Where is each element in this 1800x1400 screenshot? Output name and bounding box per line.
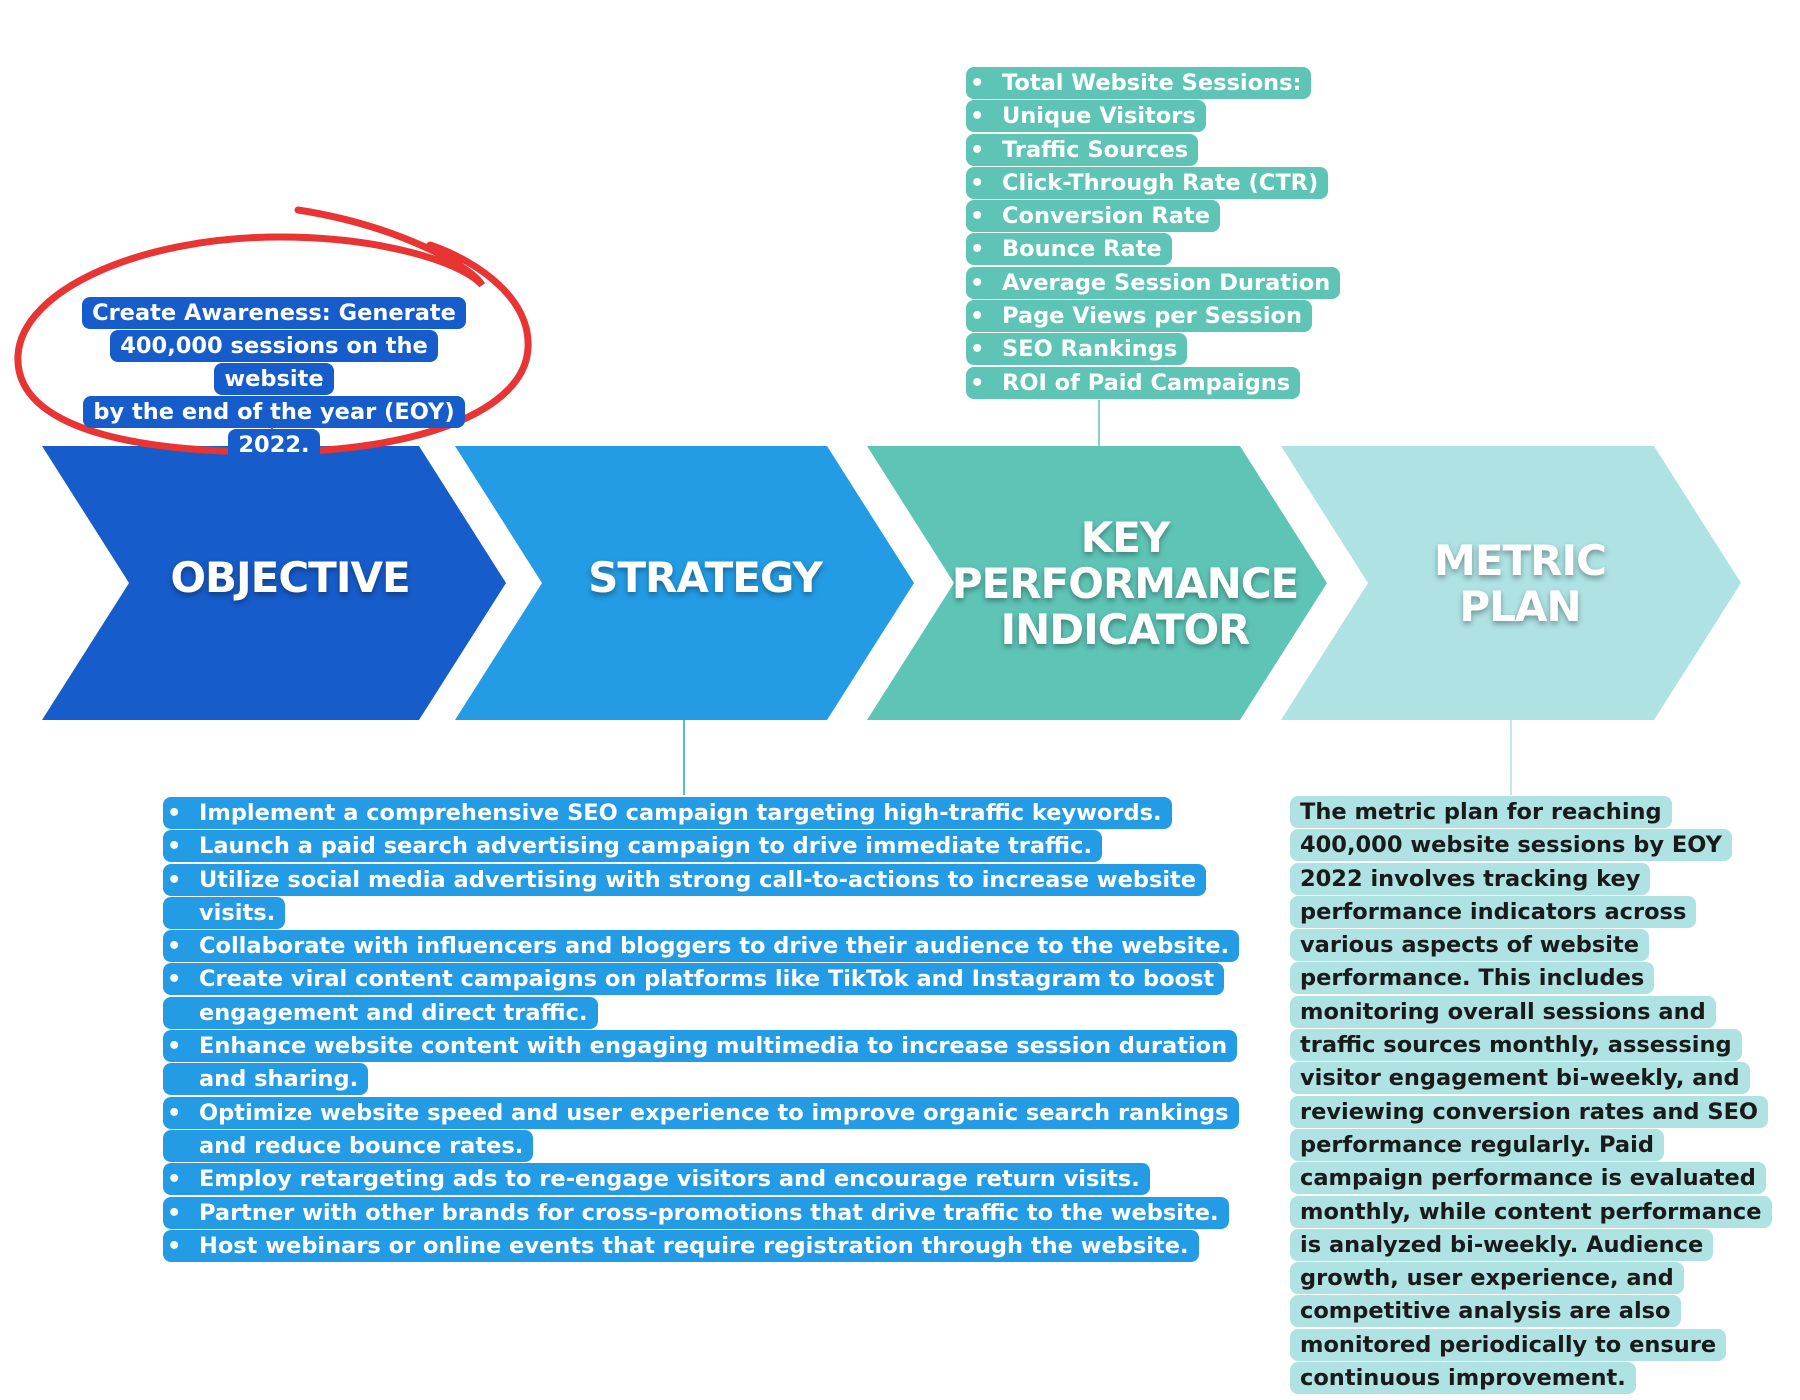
- strategy-item-text: Optimize website speed and user experien…: [163, 1096, 1239, 1162]
- strategy-item: •Utilize social media advertising with s…: [163, 863, 1263, 931]
- kpi-item-text: Average Session Duration: [966, 266, 1341, 299]
- chevron-label-line: METRIC: [1434, 536, 1607, 585]
- objective-line: 400,000 sessions on the website: [110, 330, 438, 395]
- chevron-label-strategy: STRATEGY: [565, 555, 845, 601]
- kpi-item: •Conversion Rate: [966, 200, 1386, 233]
- metric-plan-text: The metric plan for reaching 400,000 web…: [1290, 796, 1772, 1395]
- strategy-item-text: Partner with other brands for cross-prom…: [163, 1196, 1229, 1229]
- metric-plan-box: The metric plan for reaching 400,000 web…: [1290, 796, 1772, 1395]
- chevron-kpi: [867, 446, 1327, 720]
- strategy-item: •Host webinars or online events that req…: [163, 1229, 1263, 1263]
- strategy-list-box: •Implement a comprehensive SEO campaign …: [163, 797, 1263, 1263]
- bullet-dot-icon: •: [167, 866, 182, 893]
- bullet-dot-icon: •: [970, 369, 985, 396]
- kpi-item: •Traffic Sources: [966, 133, 1386, 167]
- objective-line: Create Awareness: Generate: [82, 297, 466, 329]
- kpi-item-text: Conversion Rate: [966, 200, 1220, 233]
- bullet-dot-icon: •: [970, 203, 985, 230]
- strategy-item-text: Host webinars or online events that requ…: [163, 1229, 1199, 1262]
- bullet-dot-icon: •: [167, 966, 182, 993]
- chevron-label-metric-plan: METRIC PLAN: [1380, 538, 1660, 630]
- strategy-item: •Partner with other brands for cross-pro…: [163, 1196, 1263, 1230]
- chevron-label-line: KEY: [1080, 513, 1171, 562]
- chevron-label-line: OBJECTIVE: [170, 553, 410, 602]
- strategy-item-text: Implement a comprehensive SEO campaign t…: [163, 797, 1172, 829]
- bullet-dot-icon: •: [970, 303, 985, 330]
- kpi-item-text: Total Website Sessions:: [966, 67, 1312, 99]
- chevron-strategy: [455, 446, 914, 720]
- strategy-item: •Create viral content campaigns on platf…: [163, 963, 1263, 1030]
- kpi-list: •Total Website Sessions:•Unique Visitors…: [966, 67, 1386, 400]
- bullet-dot-icon: •: [167, 1099, 182, 1126]
- strategy-item: •Optimize website speed and user experie…: [163, 1096, 1263, 1164]
- kpi-item-text: SEO Rankings: [966, 333, 1188, 366]
- strategy-item: •Employ retargeting ads to re-engage vis…: [163, 1163, 1263, 1196]
- chevron-metric-plan: [1281, 446, 1741, 720]
- bullet-dot-icon: •: [970, 136, 985, 163]
- bullet-dot-icon: •: [167, 1166, 182, 1193]
- chevron-label-kpi: KEY PERFORMANCE INDICATOR: [940, 515, 1310, 653]
- strategy-item-text: Enhance website content with engaging mu…: [163, 1030, 1238, 1096]
- kpi-list-box: •Total Website Sessions:•Unique Visitors…: [966, 67, 1386, 400]
- strategy-item-text: Create viral content campaigns on platfo…: [163, 963, 1225, 1029]
- strategy-item: •Collaborate with influencers and blogge…: [163, 930, 1263, 963]
- chevron-label-line: STRATEGY: [588, 553, 823, 602]
- kpi-item: •Page Views per Session: [966, 300, 1386, 333]
- strategy-item-text: Launch a paid search advertising campaig…: [163, 830, 1103, 863]
- kpi-item-text: Bounce Rate: [966, 233, 1172, 266]
- bullet-dot-icon: •: [970, 169, 985, 196]
- kpi-item-text: Traffic Sources: [966, 133, 1199, 166]
- bullet-dot-icon: •: [167, 833, 182, 860]
- kpi-item: •Average Session Duration: [966, 266, 1386, 300]
- bullet-dot-icon: •: [970, 236, 985, 263]
- strategy-item-text: Collaborate with influencers and blogger…: [163, 930, 1240, 963]
- kpi-item: •ROI of Paid Campaigns: [966, 366, 1386, 400]
- bullet-dot-icon: •: [970, 336, 985, 363]
- kpi-item: •Click-Through Rate (CTR): [966, 166, 1386, 200]
- chevron-label-objective: OBJECTIVE: [150, 555, 430, 601]
- strategy-list: •Implement a comprehensive SEO campaign …: [163, 797, 1263, 1263]
- kpi-item: •Bounce Rate: [966, 233, 1386, 266]
- objective-box: Create Awareness: Generate 400,000 sessi…: [64, 297, 484, 462]
- chevron-label-line: INDICATOR: [1000, 605, 1250, 654]
- kpi-item: •Unique Visitors: [966, 100, 1386, 133]
- kpi-item: •SEO Rankings: [966, 333, 1386, 366]
- bullet-dot-icon: •: [970, 269, 985, 296]
- kpi-item-text: Click-Through Rate (CTR): [966, 166, 1329, 199]
- bullet-dot-icon: •: [167, 1033, 182, 1060]
- bullet-dot-icon: •: [167, 1232, 182, 1259]
- bullet-dot-icon: •: [167, 933, 182, 960]
- chevron-objective: [42, 446, 506, 720]
- chevron-label-line: PLAN: [1459, 582, 1581, 631]
- bullet-dot-icon: •: [970, 103, 985, 130]
- bullet-dot-icon: •: [970, 70, 985, 96]
- kpi-item-text: Page Views per Session: [966, 300, 1313, 333]
- bullet-dot-icon: •: [167, 800, 182, 826]
- strategy-item: •Implement a comprehensive SEO campaign …: [163, 797, 1263, 830]
- kpi-item-text: Unique Visitors: [966, 100, 1206, 133]
- kpi-item-text: ROI of Paid Campaigns: [966, 366, 1301, 399]
- strategy-item: •Launch a paid search advertising campai…: [163, 830, 1263, 863]
- strategy-item-text: Employ retargeting ads to re-engage visi…: [163, 1163, 1150, 1196]
- bullet-dot-icon: •: [167, 1199, 182, 1226]
- strategy-item-text: Utilize social media advertising with st…: [163, 863, 1207, 929]
- kpi-item: •Total Website Sessions:: [966, 67, 1386, 100]
- highlight-circle: [14, 206, 532, 456]
- strategy-item: •Enhance website content with engaging m…: [163, 1030, 1263, 1097]
- objective-line: by the end of the year (EOY) 2022.: [83, 396, 465, 461]
- chevron-label-line: PERFORMANCE: [951, 559, 1300, 608]
